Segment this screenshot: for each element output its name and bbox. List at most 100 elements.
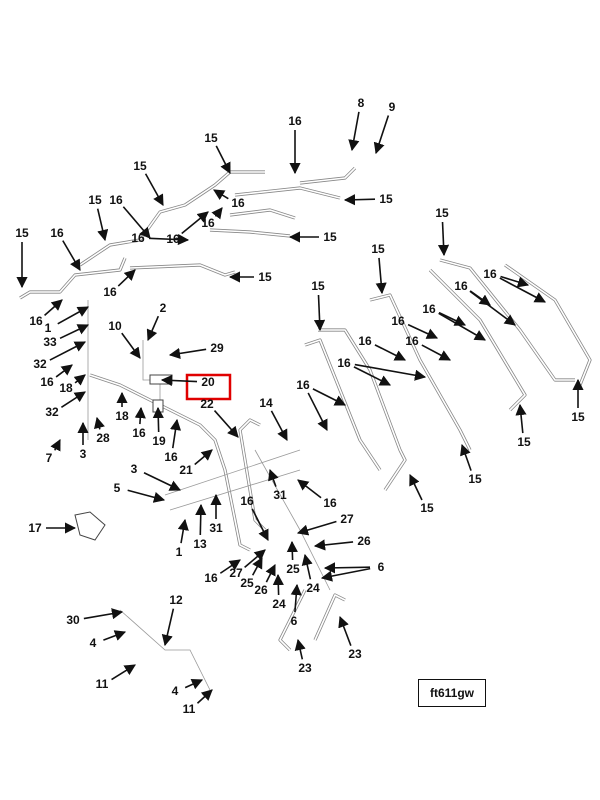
leader-arrow (421, 344, 451, 361)
callout-label[interactable]: 21 (179, 463, 193, 477)
callout-label[interactable]: 15 (323, 230, 337, 244)
callout-label[interactable]: 15 (133, 159, 147, 173)
callout-label[interactable]: 3 (131, 462, 138, 476)
callout-label[interactable]: 16 (132, 426, 146, 440)
callout-label[interactable]: 4 (90, 636, 97, 650)
callout-label[interactable]: 16 (231, 196, 245, 210)
callout-label[interactable]: 16 (296, 378, 310, 392)
callout-label[interactable]: 24 (306, 581, 320, 595)
callout-label[interactable]: 15 (517, 435, 531, 449)
callout-label[interactable]: 5 (114, 481, 121, 495)
callout-label[interactable]: 24 (272, 597, 286, 611)
callout-label[interactable]: 23 (298, 661, 312, 675)
callout-label[interactable]: 16 (391, 314, 405, 328)
callout-label[interactable]: 6 (291, 614, 298, 628)
callout-label[interactable]: 22 (200, 397, 214, 411)
callout-label[interactable]: 2 (160, 301, 167, 315)
callout-label[interactable]: 13 (193, 537, 207, 551)
callout-label[interactable]: 15 (258, 270, 272, 284)
leader-arrow (103, 630, 127, 641)
callout-label[interactable]: 19 (152, 434, 166, 448)
callout-label[interactable]: 16 (109, 193, 123, 207)
leader-arrow (499, 277, 546, 303)
callout-label[interactable]: 16 (337, 356, 351, 370)
callout-label[interactable]: 16 (29, 314, 43, 328)
callout-label[interactable]: 16 (204, 571, 218, 585)
callout-label[interactable]: 16 (103, 285, 117, 299)
highlight-box (185, 373, 232, 401)
callout-label[interactable]: 15 (15, 226, 29, 240)
callout-label[interactable]: 9 (389, 100, 396, 114)
callout-label[interactable]: 11 (183, 702, 196, 716)
leader-arrow (177, 518, 189, 544)
leader-arrow (181, 211, 209, 235)
callout-label[interactable]: 15 (571, 410, 585, 424)
leader-arrow (134, 406, 146, 425)
callout-label[interactable]: 18 (59, 381, 73, 395)
callout-label[interactable]: 27 (340, 512, 354, 526)
callout-label[interactable]: 28 (96, 431, 110, 445)
callout-label[interactable]: 6 (378, 560, 385, 574)
leader-arrow (312, 388, 347, 406)
callout-label[interactable]: 25 (240, 576, 254, 590)
callout-label[interactable]: 15 (435, 206, 449, 220)
callout-label[interactable]: 31 (273, 488, 287, 502)
callout-label[interactable]: 27 (229, 566, 243, 580)
leader-arrow (117, 269, 136, 287)
callout-label[interactable]: 11 (96, 677, 109, 691)
callout-label[interactable]: 16 (131, 231, 145, 245)
leader-arrow (59, 324, 90, 340)
callout-label[interactable]: 32 (33, 357, 47, 371)
leader-arrow (96, 208, 109, 242)
callout-label[interactable]: 16 (201, 216, 215, 230)
callout-highlighted[interactable]: 20 (201, 375, 215, 389)
callout-label[interactable]: 16 (50, 226, 64, 240)
callout-label[interactable]: 23 (348, 647, 362, 661)
callout-label[interactable]: 16 (40, 375, 54, 389)
leader-arrow (213, 189, 229, 201)
callout-label[interactable]: 15 (468, 472, 482, 486)
callout-label[interactable]: 16 (323, 496, 337, 510)
leader-arrow (215, 145, 231, 174)
callout-label[interactable]: 16 (483, 267, 497, 281)
leader-arrow (143, 472, 182, 491)
callout-label[interactable]: 17 (28, 521, 42, 535)
callout-label[interactable]: 15 (371, 242, 385, 256)
callout-label[interactable]: 3 (80, 447, 87, 461)
callout-label[interactable]: 8 (358, 96, 365, 110)
callout-label[interactable]: 15 (88, 193, 102, 207)
callout-label[interactable]: 14 (259, 396, 273, 410)
callout-label[interactable]: 16 (288, 114, 302, 128)
callout-label[interactable]: 15 (379, 192, 393, 206)
callout-label[interactable]: 16 (358, 334, 372, 348)
callout-label[interactable]: 15 (420, 501, 434, 515)
callout-label[interactable]: 32 (45, 405, 59, 419)
callout-label[interactable]: 4 (172, 684, 179, 698)
callout-label[interactable]: 15 (204, 131, 218, 145)
callout-label[interactable]: 1 (176, 545, 183, 559)
callout-label[interactable]: 12 (169, 593, 183, 607)
callout-label[interactable]: 1 (45, 321, 52, 335)
callout-label[interactable]: 26 (254, 583, 268, 597)
callout-label[interactable]: 16 (240, 494, 254, 508)
callout-label[interactable]: 26 (357, 534, 371, 548)
fuel-lines (19, 166, 592, 691)
callout-label[interactable]: 10 (108, 319, 122, 333)
callout-label[interactable]: 16 (405, 334, 419, 348)
callout-label[interactable]: 16 (422, 302, 436, 316)
callout-label[interactable]: 15 (311, 279, 325, 293)
callout-label[interactable]: 30 (66, 613, 80, 627)
callout-label[interactable]: 16 (454, 279, 468, 293)
callout-label[interactable]: 7 (46, 451, 53, 465)
callout-label[interactable]: 16 (164, 450, 178, 464)
callout-label[interactable]: 18 (115, 409, 129, 423)
callout-label[interactable]: 31 (209, 521, 223, 535)
leader-arrow (313, 294, 326, 332)
callout-label[interactable]: 29 (210, 341, 224, 355)
leader-arrow (60, 391, 86, 409)
callout-label[interactable]: 33 (43, 335, 57, 349)
callout-label[interactable]: 25 (286, 562, 300, 576)
leader-arrow (57, 306, 89, 325)
